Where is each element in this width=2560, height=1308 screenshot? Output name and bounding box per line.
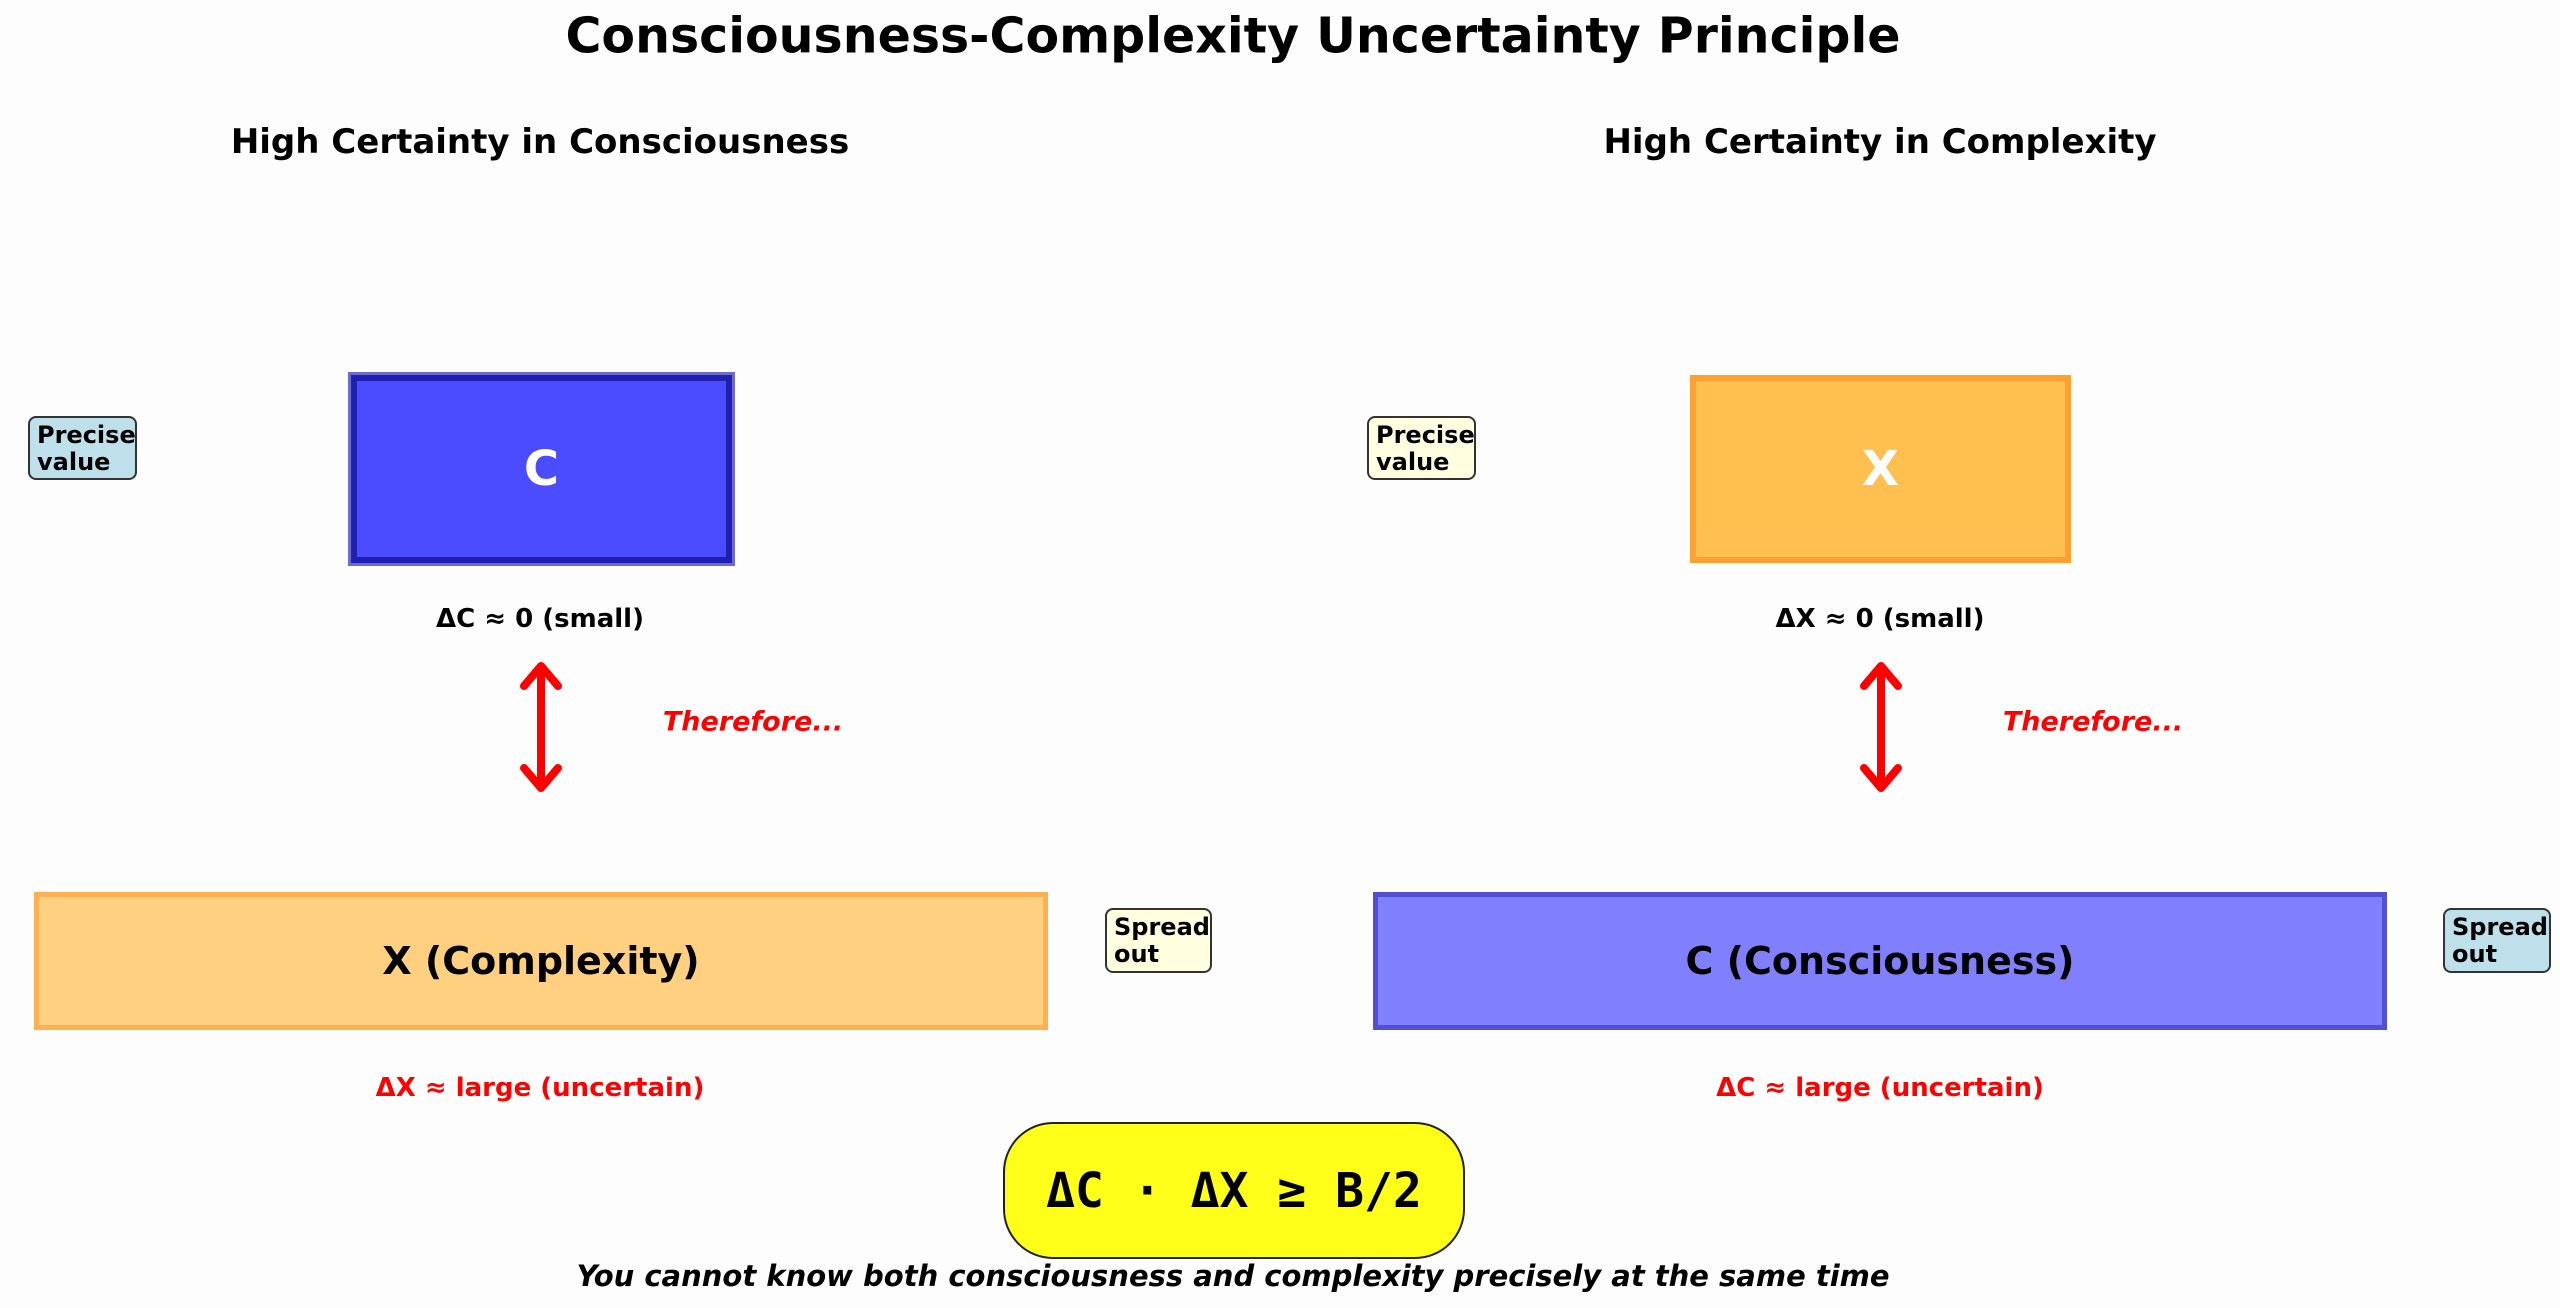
right-subtitle: High Certainty in Complexity xyxy=(1603,122,2157,162)
double-arrow-icon xyxy=(520,662,562,792)
footer-caption: You cannot know both consciousness and c… xyxy=(576,1259,1890,1293)
spread-out-tag: Spread out xyxy=(2443,908,2551,973)
spread-out-tag: Spread out xyxy=(1105,908,1212,973)
therefore-label: Therefore... xyxy=(2002,706,2184,738)
uncertainty-equation: ΔC · ΔX ≥ B/2 xyxy=(1003,1122,1465,1259)
consciousness-spread-box: C (Consciousness) xyxy=(1373,892,2387,1030)
diagram-title: Consciousness-Complexity Uncertainty Pri… xyxy=(565,7,1901,65)
precise-value-tag: Precise value xyxy=(1367,416,1476,480)
double-arrow-icon xyxy=(1860,662,1902,792)
therefore-label: Therefore... xyxy=(662,706,844,738)
consciousness-precise-box: C xyxy=(348,372,735,566)
delta-c-small-label: ΔC ≈ 0 (small) xyxy=(436,604,644,634)
precise-value-tag: Precise value xyxy=(28,416,137,480)
complexity-precise-box: X xyxy=(1690,375,2071,563)
left-subtitle: High Certainty in Consciousness xyxy=(230,122,850,162)
delta-c-large-label: ΔC ≈ large (uncertain) xyxy=(1716,1073,2044,1103)
delta-x-large-label: ΔX ≈ large (uncertain) xyxy=(375,1073,705,1103)
complexity-spread-box: X (Complexity) xyxy=(34,892,1048,1030)
delta-x-small-label: ΔX ≈ 0 (small) xyxy=(1775,604,1985,634)
